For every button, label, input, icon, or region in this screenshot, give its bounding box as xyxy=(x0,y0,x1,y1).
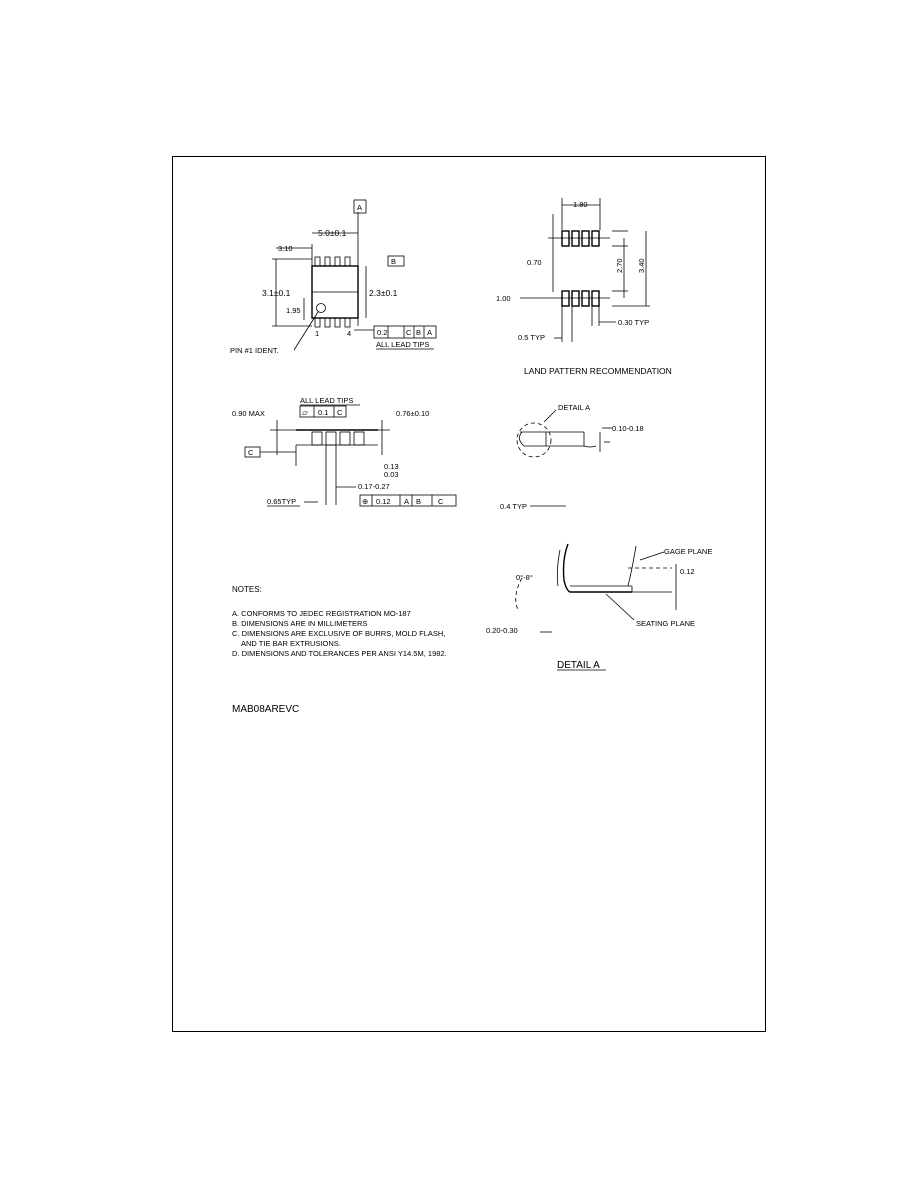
position-datum-3: C xyxy=(438,497,444,506)
land-pattern: 1.80 0.70 1.00 2.70 3.40 0.5 TYP 0.30 TY… xyxy=(496,198,672,376)
length-dimension: 5.0±0.1 xyxy=(318,228,347,238)
position-frame xyxy=(359,494,457,507)
land-total-span: 3.40 xyxy=(637,258,646,273)
seating-plane-label: SEATING PLANE xyxy=(636,619,695,628)
document-id: MAB08AREVC xyxy=(232,704,300,715)
detail-a-callout-label: DETAIL A xyxy=(558,403,590,412)
land-pad-spacing: 0.70 xyxy=(527,258,542,267)
coplanarity-value: 0.1 xyxy=(318,408,328,417)
land-width: 1.80 xyxy=(573,200,588,209)
pin-pitch-ref: 1.95 xyxy=(286,306,301,315)
position-value: 0.12 xyxy=(376,497,391,506)
pin1-ident-label: PIN #1 IDENT. xyxy=(230,346,279,355)
note-item: C. DIMENSIONS ARE EXCLUSIVE OF BURRS, MO… xyxy=(232,629,446,638)
pin1-dot-icon xyxy=(316,303,326,313)
note-item: D. DIMENSIONS AND TOLERANCES PER ANSI Y1… xyxy=(232,649,447,658)
datum-b-label: B xyxy=(391,257,396,266)
notes-block: NOTES: A. CONFORMS TO JEDEC REGISTRATION… xyxy=(232,585,492,659)
lead-thickness-top: 0.13 xyxy=(384,462,399,471)
lead-span-dimension: 3.10 xyxy=(278,244,293,253)
body-width-dimension: 2.3±0.1 xyxy=(369,288,398,298)
note-item: B. DIMENSIONS ARE IN MILLIMETERS xyxy=(232,619,368,628)
side-tolerance-note: ALL LEAD TIPS xyxy=(300,396,353,405)
foot-length-label: 0.20-0.30 xyxy=(486,626,518,635)
side-pitch-label: 0.65TYP xyxy=(267,497,296,506)
note-item: A. CONFORMS TO JEDEC REGISTRATION MO-187 xyxy=(232,609,411,618)
callout-lead-thickness: 0.10-0.18 xyxy=(612,424,644,433)
callout-pitch-label: 0.4 TYP xyxy=(500,502,527,511)
gage-height-label: 0.12 xyxy=(680,567,695,576)
drawing-frame xyxy=(172,156,766,1032)
max-height-label: 0.90 MAX xyxy=(232,409,265,418)
position-datum-1: A xyxy=(404,497,409,506)
lead-width-label: 0.17-0.27 xyxy=(358,482,390,491)
side-view: ALL LEAD TIPS ▱ 0.1 C 0.90 MAX 0.76±0.10… xyxy=(232,396,457,507)
position-datum-2: B xyxy=(416,497,421,506)
notes-title: NOTES: xyxy=(232,585,262,594)
angle-label: 0°-8° xyxy=(516,573,533,582)
land-pad-width: 0.30 TYP xyxy=(618,318,649,327)
standoff-label: 0.76±0.10 xyxy=(396,409,429,418)
tolerance-value: 0.2 xyxy=(377,328,387,337)
detail-a-caption: DETAIL A xyxy=(557,660,600,671)
land-pattern-caption: LAND PATTERN RECOMMENDATION xyxy=(524,366,672,376)
pin-number-1: 1 xyxy=(315,329,319,338)
tolerance-datum-3: A xyxy=(427,328,432,337)
top-view: A 5.0±0.1 3.10 B 3.1±0.1 1.95 2.3±0.1 1 … xyxy=(230,199,437,355)
tolerance-datum-2: B xyxy=(416,328,421,337)
gage-plane-label: GAGE PLANE xyxy=(664,547,712,556)
detail-circle xyxy=(516,422,552,458)
datum-a-label: A xyxy=(357,203,362,212)
detail-a-view: GAGE PLANE 0.12 0°-8° SEATING PLANE 0.20… xyxy=(486,543,712,671)
coplanarity-datum: C xyxy=(337,408,343,417)
body-height-dimension: 3.1±0.1 xyxy=(262,288,291,298)
pin-number-4: 4 xyxy=(347,329,351,338)
tolerance-frame xyxy=(373,325,437,339)
tolerance-datum-1: C xyxy=(406,328,412,337)
land-row-span: 2.70 xyxy=(615,258,624,273)
coplanarity-icon: ▱ xyxy=(302,408,309,417)
tolerance-note: ALL LEAD TIPS xyxy=(376,340,429,349)
coplanarity-frame xyxy=(299,405,347,418)
note-item: AND TIE BAR EXTRUSIONS. xyxy=(241,639,341,648)
datum-c-label: C xyxy=(248,448,254,457)
position-icon: ⊕ xyxy=(362,497,368,506)
land-pad-height: 1.00 xyxy=(496,294,511,303)
detail-a-callout: DETAIL A 0.10-0.18 0.4 TYP xyxy=(500,403,644,511)
lead-thickness-bottom: 0.03 xyxy=(384,470,399,479)
land-pitch: 0.5 TYP xyxy=(518,333,545,342)
